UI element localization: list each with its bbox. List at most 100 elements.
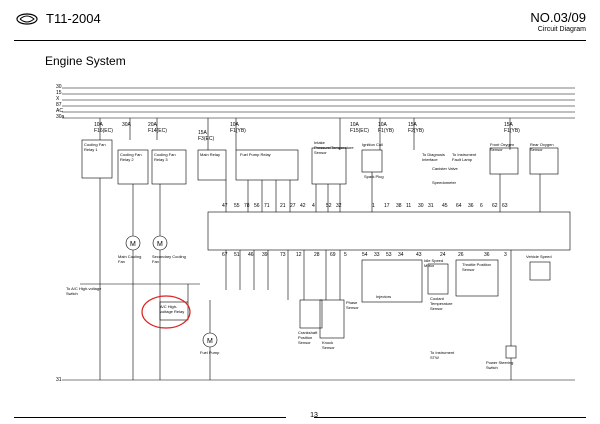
label-sec-fan: Secondary Cooling Fan	[152, 254, 186, 264]
label-throttle: Throttle Position Sensor	[462, 262, 491, 272]
ecu-pin-label: 55	[234, 203, 240, 209]
ecu-pin-label: 33	[374, 252, 380, 258]
page-type: Circuit Diagram	[537, 26, 586, 33]
ecu-pin-label: 21	[280, 203, 286, 209]
bus-label: 15	[56, 90, 62, 96]
ecu-pin-label: 51	[234, 252, 240, 258]
highlight-circle	[141, 295, 191, 329]
ecu-pin-label: 73	[280, 252, 286, 258]
ecu-pin-label: 32	[336, 203, 342, 209]
label-fuel-pump: Fuel Pump	[200, 350, 220, 355]
ground-label: 31	[56, 377, 62, 383]
page-header: T11-2004 NO.03/09 Circuit Diagram	[0, 0, 600, 40]
label-knock: Knock Sensor	[322, 340, 335, 350]
ecu-pin-label: 30	[418, 203, 424, 209]
ecu-pin-label: 62	[492, 203, 498, 209]
ecu-pin-label: 53	[386, 252, 392, 258]
ecu-pin-label: 78	[244, 203, 250, 209]
label-power-steering: Power Steering Switch	[486, 360, 514, 370]
label-map-sensor: Intake Pressure/Temperature Sensor	[314, 140, 354, 155]
label-vehicle-speed: Vehicle Speed	[526, 254, 552, 259]
label-injectors: Injectors	[376, 294, 392, 299]
ecu-pin-label: 36	[468, 203, 474, 209]
label-idle: Idle Speed Motor	[424, 258, 444, 268]
ecu-pin-label: 26	[458, 252, 464, 258]
ecu-pin-label: 64	[456, 203, 462, 209]
svg-text:M: M	[130, 241, 136, 248]
label-cooling-relay-1: Cooling Fan Relay 1	[84, 142, 106, 152]
page-footer: 13	[14, 412, 586, 422]
header-divider	[14, 40, 586, 41]
label-spark-plug: Spark Plug	[364, 174, 384, 179]
label-crank: Crankshaft Position Sensor	[298, 330, 318, 345]
svg-text:M: M	[157, 241, 163, 248]
ecu-pin-label: 4	[312, 203, 315, 209]
label-ac-high-relay: A/C High-voltage Relay	[160, 304, 185, 314]
page-number: NO.03/09	[530, 10, 586, 25]
bus-labels: 30 15 X 87 AC 30a	[56, 84, 66, 120]
label-ac-high-switch: To A/C High-voltage Switch	[66, 286, 102, 296]
svg-text:M: M	[207, 338, 213, 345]
ecu-pin-label: 5	[344, 252, 347, 258]
ecu-pin-label: 12	[296, 252, 302, 258]
ecu-pin-label: 1	[372, 203, 375, 209]
ecu-pin-label: 63	[502, 203, 508, 209]
ecu-pin-label: 3	[504, 252, 507, 258]
ecu-pin-label: 38	[396, 203, 402, 209]
ecu-pin-label: 67	[222, 252, 228, 258]
ecu-pin-label: 28	[314, 252, 320, 258]
label-to-diagnosis: To Diagnosis Interface	[422, 152, 445, 162]
ecu-pin-label: 54	[362, 252, 368, 258]
model-code: T11-2004	[46, 11, 101, 26]
label-rear-o2: Rear Oxygen Sensor	[530, 142, 554, 152]
ecu-pin-label: 17	[384, 203, 390, 209]
ecu-pin-label: 6	[480, 203, 483, 209]
label-to-instrument: To Instrument STW	[430, 350, 455, 360]
label-cooling-relay-3: Cooling Fan Relay 3	[154, 152, 176, 162]
label-main-relay: Main Relay	[200, 152, 221, 157]
ecu-pin-label: 46	[248, 252, 254, 258]
label-phase: Phase Sensor	[346, 300, 359, 310]
ecu-pin-label: 34	[398, 252, 404, 258]
label-canister: Canister Valve	[432, 166, 458, 171]
ecu-pin-label: 27	[290, 203, 296, 209]
label-cooling-relay-2: Cooling Fan Relay 2	[120, 152, 142, 162]
bus-label: AC	[56, 108, 63, 114]
bus-label: 87	[56, 102, 62, 108]
fuse-label: 30A	[122, 122, 131, 128]
brand-logo-icon	[16, 13, 38, 25]
ecu-pin-label: 47	[222, 203, 228, 209]
label-speedometer: Speedometer	[432, 180, 457, 185]
footer-page-number: 13	[310, 412, 318, 419]
bus-label: 30	[56, 84, 62, 90]
ecu-pin-label: 71	[264, 203, 270, 209]
ecu-pin-label: 69	[330, 252, 336, 258]
ecu-pin-label: 11	[406, 203, 412, 209]
bus-label: X	[56, 96, 60, 102]
label-coolant: Coolant Temperature Sensor	[430, 296, 453, 311]
ecu-pin-label: 36	[484, 252, 490, 258]
ecu-pin-label: 39	[262, 252, 268, 258]
ecu-pin-label: 45	[442, 203, 448, 209]
bus-label: 30a	[56, 114, 65, 120]
label-fuel-pump-relay: Fuel Pump Relay	[240, 152, 271, 157]
ecu-pin-label: 43	[416, 252, 422, 258]
label-main-fan: Main Cooling Fan	[118, 254, 142, 264]
label-front-o2: Front Oxygen Sensor	[490, 142, 515, 152]
label-to-instrument-light: To Instrument Fault Lamp	[452, 152, 477, 162]
section-title: Engine System	[45, 54, 126, 68]
ecu-pin-label: 31	[428, 203, 434, 209]
ecu-pin-label: 56	[254, 203, 260, 209]
ecu-pin-label: 52	[326, 203, 332, 209]
